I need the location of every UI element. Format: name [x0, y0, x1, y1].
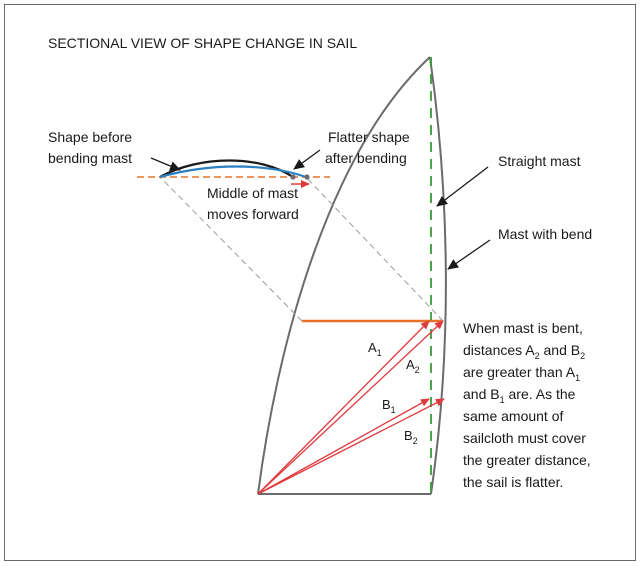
flatter-shape-label-line2: after bending [325, 150, 407, 166]
middle-of-mast-label-line1: Middle of mast [207, 185, 298, 201]
diagram-title: SECTIONAL VIEW OF SHAPE CHANGE IN SAIL [48, 35, 357, 51]
sail-leech-curve [257, 56, 431, 495]
middle-of-mast-label-line2: moves forward [207, 206, 299, 222]
explanation-line-7: the greater distance, [463, 452, 591, 468]
distance-arrow-b2 [257, 398, 445, 495]
explanation-text: When mast is bent, distances A2 and B2 a… [463, 320, 591, 490]
straight-mast-pointer [436, 166, 489, 207]
flatter-shape-pointer [293, 149, 321, 170]
straight-mast-label: Straight mast [498, 153, 581, 169]
distance-arrow-a1 [257, 320, 430, 495]
shape-before-label-line2: bending mast [48, 150, 132, 166]
mast-with-bend-label: Mast with bend [498, 226, 592, 242]
label-a1: A1 [368, 340, 382, 358]
explanation-line-5: same amount of [463, 408, 563, 424]
label-b2: B2 [404, 428, 418, 446]
mast-with-bend-pointer [447, 239, 491, 270]
flatter-shape-curve [159, 165, 307, 179]
label-a2: A2 [406, 357, 420, 375]
explanation-line-2: distances A2 and B2 [463, 342, 585, 361]
distance-arrow-b1 [257, 398, 430, 495]
explanation-line-3: are greater than A1 [463, 364, 580, 383]
projection-line-left [159, 176, 303, 322]
shape-before-pointer [150, 157, 181, 171]
explanation-line-6: sailcloth must cover [463, 430, 586, 446]
explanation-line-4: and B1 are. As the [463, 386, 576, 405]
flatter-shape-label-line1: Flatter shape [328, 129, 410, 145]
mast-old-point [290, 174, 296, 180]
shape-before-label-line1: Shape before [48, 129, 132, 145]
explanation-line-8: the sail is flatter. [463, 474, 563, 490]
projection-line-right [305, 176, 444, 322]
bent-mast-curve [429, 56, 447, 495]
diagram-frame [4, 4, 636, 561]
mast-new-point [304, 174, 310, 180]
explanation-line-1: When mast is bent, [463, 320, 583, 336]
distance-arrow-a2 [257, 320, 444, 495]
label-b1: B1 [382, 397, 396, 415]
